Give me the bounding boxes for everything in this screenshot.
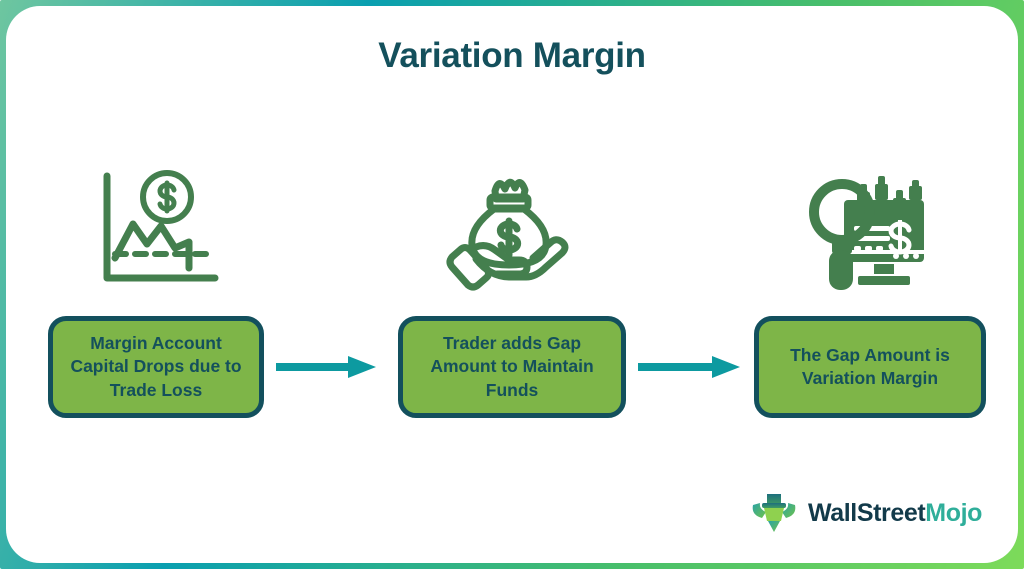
arrow-right-icon bbox=[638, 356, 740, 378]
icon-row bbox=[6, 156, 1018, 301]
icon-slot-step-1 bbox=[46, 156, 266, 301]
brand-logo-text: WallStreetMojo bbox=[808, 499, 982, 528]
infographic-inner-panel: Variation Margin bbox=[6, 6, 1018, 563]
magnifier-stock-monitor-icon bbox=[809, 175, 924, 290]
step-box-1[interactable]: Margin Account Capital Drops due to Trad… bbox=[48, 316, 264, 418]
connector-arrow-2 bbox=[638, 356, 740, 378]
arrow-right-icon bbox=[276, 356, 376, 378]
brand-logo[interactable]: WallStreetMojo bbox=[750, 489, 982, 537]
hand-holding-money-bag-icon bbox=[446, 178, 569, 290]
brand-name-secondary: Mojo bbox=[925, 498, 982, 527]
icon-slot-step-2 bbox=[398, 156, 618, 301]
bull-top-hat-logo-icon bbox=[752, 494, 796, 532]
brand-name-primary: WallStreet bbox=[807, 498, 926, 527]
page-title: Variation Margin bbox=[378, 36, 646, 75]
declining-chart-dollar-icon bbox=[103, 169, 219, 281]
step-box-3[interactable]: The Gap Amount is Variation Margin bbox=[754, 316, 986, 418]
step-box-2[interactable]: Trader adds Gap Amount to Maintain Funds bbox=[398, 316, 626, 418]
icon-slot-step-3 bbox=[754, 156, 974, 301]
connector-arrow-1 bbox=[276, 356, 376, 378]
